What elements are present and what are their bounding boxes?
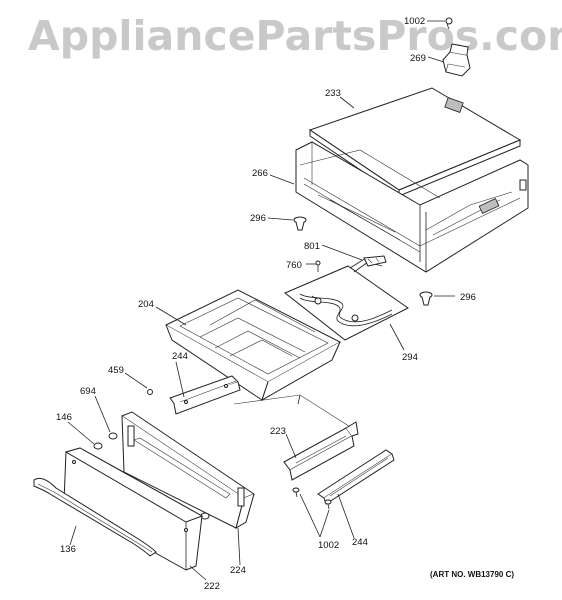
bracket-269 — [442, 43, 471, 77]
callout-146: 146 — [56, 412, 72, 423]
callout-694: 694 — [80, 386, 96, 397]
callout-1002-top: 1002 — [404, 16, 425, 27]
art-number: (ART NO. WB13790 C) — [430, 570, 514, 579]
callout-1002-bottom: 1002 — [318, 540, 339, 551]
drawer-handle-136 — [33, 477, 157, 557]
callout-labels: 1002 269 233 266 296 801 760 296 294 204… — [56, 16, 514, 592]
callout-294: 294 — [402, 352, 418, 363]
callout-266: 266 — [252, 168, 268, 179]
screw-1002-top — [445, 17, 453, 30]
screw-296-right — [419, 291, 433, 306]
screw-760 — [315, 260, 321, 272]
callout-204: 204 — [138, 299, 154, 310]
callout-136: 136 — [60, 544, 76, 555]
callout-296-left: 296 — [250, 213, 266, 224]
slide-rail-244-left — [169, 375, 241, 415]
callout-459: 459 — [108, 365, 124, 376]
drawer-housing-266 — [295, 141, 529, 273]
callout-269: 269 — [410, 53, 426, 64]
callout-233: 233 — [325, 88, 341, 99]
bracket-801 — [363, 255, 387, 267]
spacer-146 — [93, 442, 210, 520]
callout-244-bottom: 244 — [352, 537, 368, 548]
screw-296-left — [293, 216, 307, 231]
callout-222: 222 — [204, 581, 220, 592]
top-panel-233 — [308, 87, 522, 197]
slide-rail-244-right — [317, 449, 395, 505]
bumper-694 — [108, 432, 118, 440]
drawer-front-inner-224 — [120, 411, 256, 530]
screw-459 — [147, 389, 153, 395]
callout-223: 223 — [270, 426, 286, 437]
callout-296-right: 296 — [460, 292, 476, 303]
drawer-front-outer-222 — [63, 447, 204, 571]
drawer-support-223 — [233, 394, 359, 481]
watermark: AppliancePartsPros.com — [28, 12, 562, 60]
callout-801: 801 — [304, 241, 320, 252]
screws-1002-bottom — [292, 487, 332, 510]
leader-lines — [67, 20, 455, 581]
bake-element-294 — [284, 257, 409, 341]
drawer-pan-204 — [164, 289, 342, 402]
callout-244-top: 244 — [172, 351, 188, 362]
callout-224: 224 — [230, 565, 246, 576]
callout-760: 760 — [286, 260, 302, 271]
